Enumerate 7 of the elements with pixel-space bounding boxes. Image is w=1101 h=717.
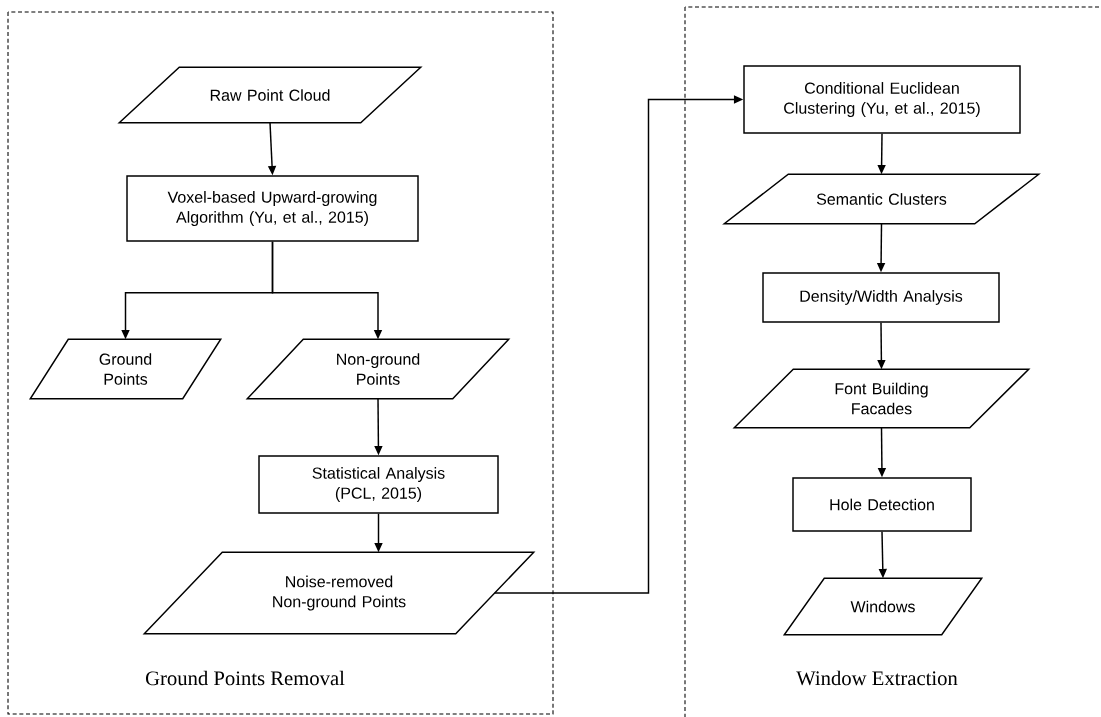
process-box: Statistical Analysis (PCL, 2015) <box>258 455 499 514</box>
process-box: Conditional Euclidean Clustering (Yu, et al., 2015) <box>743 65 1021 134</box>
panel-title: Window Extraction <box>796 670 958 686</box>
process-box: Voxel-based Upward-growing Algorithm (Yu, et al., 2015) <box>126 175 419 242</box>
process-box: Hole Detection <box>792 477 972 532</box>
panel-title: Ground Points Removal <box>146 670 345 686</box>
process-box: Density/Width Analysis <box>762 272 1000 323</box>
